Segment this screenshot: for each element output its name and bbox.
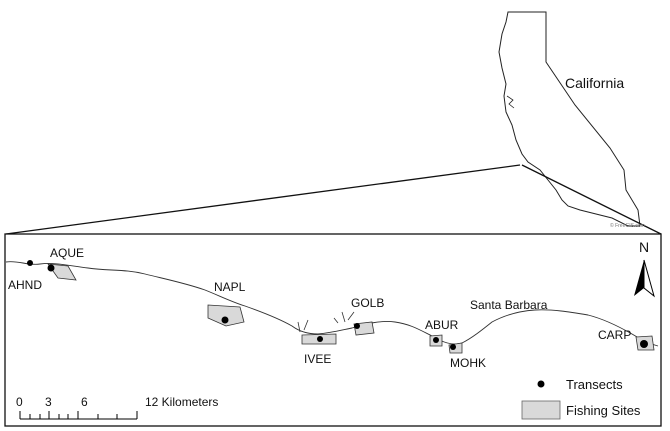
transect-abur xyxy=(433,337,439,343)
site-label-napl: NAPL xyxy=(214,280,246,294)
scale-tick-6: 6 xyxy=(81,395,88,409)
zoom-line-right xyxy=(521,164,662,235)
transect-napl xyxy=(221,316,229,324)
legend-transect-icon xyxy=(537,380,545,388)
site-label-abur: ABUR xyxy=(425,318,459,332)
california-outline xyxy=(498,11,641,227)
legend-fishing-sites-label: Fishing Sites xyxy=(566,403,641,418)
legend-transects-label: Transects xyxy=(566,377,623,392)
transect-ahnd xyxy=(27,260,33,266)
site-label-carp: CARP xyxy=(598,328,632,342)
coastline xyxy=(5,261,659,347)
north-label: N xyxy=(639,239,650,255)
coast-feature xyxy=(297,311,355,333)
site-label-mohk: MOHK xyxy=(450,356,486,370)
site-label-ahnd: AHND xyxy=(8,278,43,292)
place-label-santa-barbara: Santa Barbara xyxy=(470,298,548,312)
transect-aque xyxy=(47,264,55,272)
zoom-line-left xyxy=(5,164,521,235)
transect-mohk xyxy=(450,344,456,350)
scale-bar xyxy=(19,411,138,420)
transect-golb xyxy=(354,323,360,329)
site-label-ivee: IVEE xyxy=(304,352,332,366)
site-label-aque: AQUE xyxy=(50,246,85,260)
site-label-golb: GOLB xyxy=(351,296,385,310)
transect-carp xyxy=(640,340,648,348)
fishing-site-napl xyxy=(207,304,245,327)
fishing-site-aque xyxy=(47,263,77,281)
transect-ivee xyxy=(317,336,323,342)
inset-frame xyxy=(4,233,662,427)
scale-tick-0: 0 xyxy=(16,395,23,409)
north-arrow-icon xyxy=(634,259,655,298)
bay-detail xyxy=(506,95,515,109)
map-credit: © FreeGIS.com xyxy=(610,223,645,229)
california-label: California xyxy=(565,75,625,91)
legend-fishing-swatch xyxy=(521,400,561,420)
scale-tick-3: 3 xyxy=(45,395,52,409)
scale-tick-12: 12 Kilometers xyxy=(145,395,219,409)
